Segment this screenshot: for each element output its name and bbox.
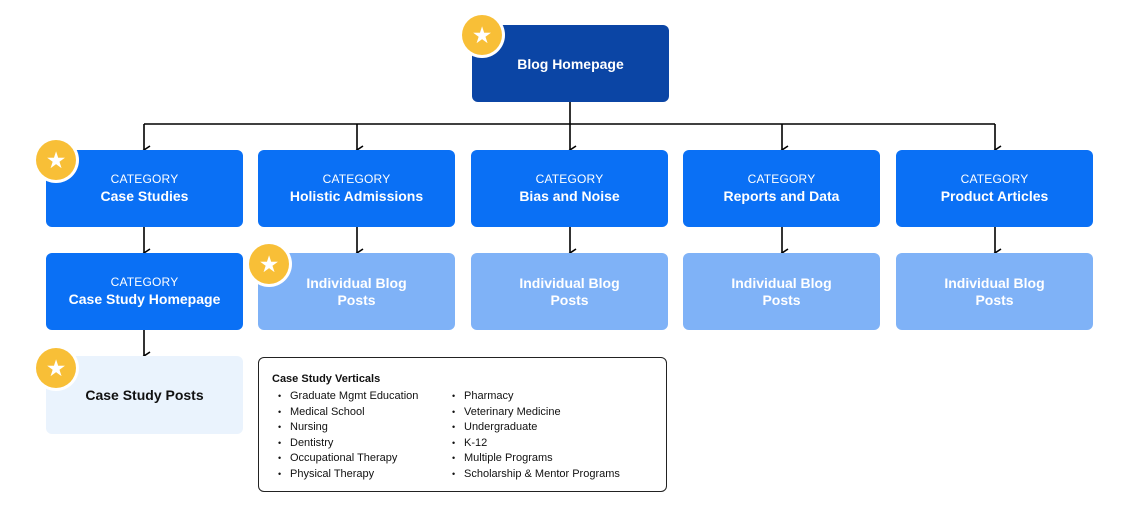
category-bias-and-noise: CATEGORY Bias and Noise (471, 150, 668, 227)
star-icon: ★ (249, 244, 289, 284)
vertical-item: Undergraduate (452, 420, 620, 436)
star-icon: ★ (36, 140, 76, 180)
case-study-verticals-box: Case Study Verticals Graduate Mgmt Educa… (258, 357, 667, 492)
case-study-posts-title: Case Study Posts (85, 386, 204, 403)
category-title: Product Articles (940, 188, 1049, 204)
verticals-column-1: Graduate Mgmt Education Medical School N… (278, 389, 418, 482)
vertical-item: Medical School (278, 405, 418, 421)
vertical-item: Multiple Programs (452, 451, 620, 467)
blog-posts-title: Individual Blog Posts (944, 274, 1045, 308)
case-study-homepage-node: CATEGORY Case Study Homepage (46, 253, 243, 330)
vertical-item: Occupational Therapy (278, 451, 418, 467)
blog-homepage-title: Blog Homepage (517, 55, 624, 72)
category-title: Holistic Admissions (289, 188, 424, 204)
star-icon: ★ (36, 348, 76, 388)
blog-posts-holistic: Individual Blog Posts (258, 253, 455, 330)
category-product-articles: CATEGORY Product Articles (896, 150, 1093, 227)
verticals-column-2: Pharmacy Veterinary Medicine Undergradua… (452, 389, 620, 482)
blog-homepage-node: Blog Homepage (472, 25, 669, 102)
vertical-item: Physical Therapy (278, 467, 418, 483)
blog-posts-title: Individual Blog Posts (306, 274, 407, 308)
category-reports-and-data: CATEGORY Reports and Data (683, 150, 880, 227)
blog-posts-bias: Individual Blog Posts (471, 253, 668, 330)
category-title: Bias and Noise (519, 188, 620, 204)
category-case-studies: CATEGORY Case Studies (46, 150, 243, 227)
vertical-item: K-12 (452, 436, 620, 452)
category-label: CATEGORY (747, 172, 816, 186)
vertical-item: Scholarship & Mentor Programs (452, 467, 620, 483)
category-label: CATEGORY (110, 172, 179, 186)
vertical-item: Veterinary Medicine (452, 405, 620, 421)
vertical-item: Dentistry (278, 436, 418, 452)
vertical-item: Graduate Mgmt Education (278, 389, 418, 405)
case-study-posts-node: Case Study Posts (46, 356, 243, 434)
category-title: Reports and Data (723, 188, 840, 204)
blog-posts-title: Individual Blog Posts (731, 274, 832, 308)
category-holistic-admissions: CATEGORY Holistic Admissions (258, 150, 455, 227)
category-label: CATEGORY (322, 172, 391, 186)
category-title: Case Studies (100, 188, 189, 204)
vertical-item: Pharmacy (452, 389, 620, 405)
blog-posts-title: Individual Blog Posts (519, 274, 620, 308)
blog-posts-product: Individual Blog Posts (896, 253, 1093, 330)
category-label: CATEGORY (535, 172, 604, 186)
star-icon: ★ (462, 15, 502, 55)
vertical-item: Nursing (278, 420, 418, 436)
category-label: CATEGORY (110, 275, 179, 289)
category-title: Case Study Homepage (68, 291, 221, 307)
verticals-title: Case Study Verticals (272, 373, 381, 385)
blog-posts-reports: Individual Blog Posts (683, 253, 880, 330)
category-label: CATEGORY (960, 172, 1029, 186)
